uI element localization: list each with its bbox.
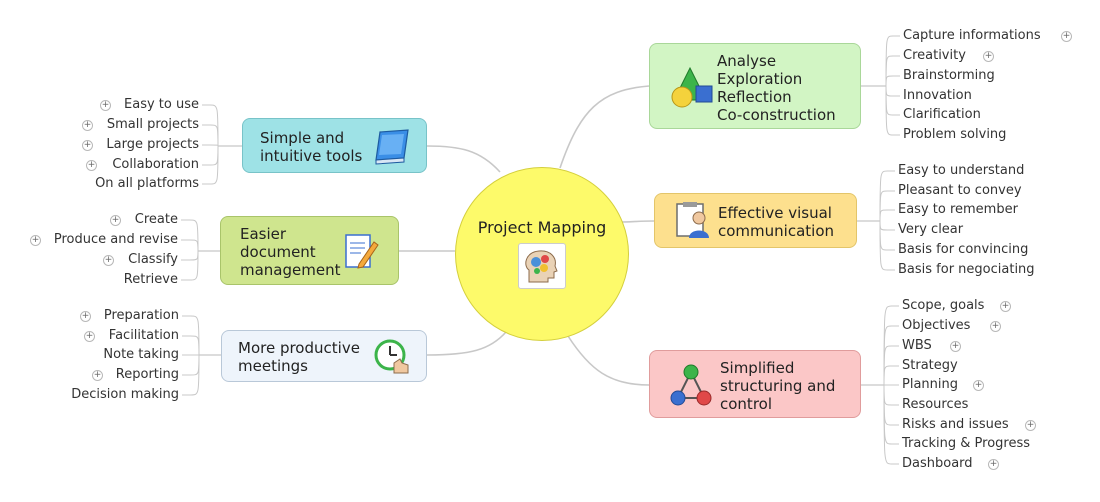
leaf-visual[interactable]: Very clear [898,222,964,237]
presenter-icon [673,200,715,246]
central-topic-title: Project Mapping [477,218,607,237]
leaf-structuring[interactable]: Planning [902,377,958,392]
book-icon [370,126,412,172]
brain-gears-icon [518,243,566,289]
topic-visual-communication-label: Effective visual communication [718,204,835,240]
leaf-structuring[interactable]: WBS [902,338,932,353]
leaf-tools[interactable]: Easy to use [124,97,199,112]
expand-plus-icon[interactable]: + [973,380,984,391]
topic-structuring-control[interactable]: Simplified structuring and control [649,350,861,418]
topic-analyse-label: Analyse Exploration Reflection Co-constr… [717,52,836,124]
topic-productive-meetings[interactable]: More productive meetings [221,330,427,382]
leaf-visual[interactable]: Basis for negociating [898,262,1035,277]
central-topic[interactable]: Project Mapping [455,167,629,341]
leaf-documents[interactable]: Create [134,212,178,227]
leaf-meetings[interactable]: Note taking [103,347,179,362]
leaf-meetings[interactable]: Facilitation [108,328,179,343]
leaf-meetings[interactable]: Preparation [103,308,179,323]
expand-plus-icon[interactable]: + [100,100,111,111]
topic-structuring-control-label: Simplified structuring and control [720,359,836,413]
expand-plus-icon[interactable]: + [92,370,103,381]
leaf-documents[interactable]: Retrieve [123,272,178,287]
document-edit-icon [341,232,381,276]
topic-document-management[interactable]: Easier document management [220,216,399,285]
leaf-analyse[interactable]: Brainstorming [903,68,995,83]
topic-document-management-label: Easier document management [240,225,341,279]
leaf-structuring[interactable]: Dashboard [902,456,973,471]
leaf-analyse[interactable]: Capture informations [903,28,1041,43]
leaf-visual[interactable]: Basis for convincing [898,242,1029,257]
topic-productive-meetings-label: More productive meetings [238,339,360,375]
expand-plus-icon[interactable]: + [82,120,93,131]
leaf-analyse[interactable]: Clarification [903,107,981,122]
clock-hand-icon [372,337,412,381]
expand-plus-icon[interactable]: + [988,459,999,470]
leaf-visual[interactable]: Easy to understand [898,163,1025,178]
expand-plus-icon[interactable]: + [950,341,961,352]
expand-plus-icon[interactable]: + [82,140,93,151]
topic-simple-tools-label: Simple and intuitive tools [260,129,363,165]
expand-plus-icon[interactable]: + [1000,301,1011,312]
expand-plus-icon[interactable]: + [983,51,994,62]
leaf-documents[interactable]: Classify [128,252,178,267]
leaf-analyse[interactable]: Innovation [903,88,972,103]
network-icon [668,362,714,412]
expand-plus-icon[interactable]: + [990,321,1001,332]
leaf-tools[interactable]: On all platforms [95,176,199,191]
topic-analyse[interactable]: Analyse Exploration Reflection Co-constr… [649,43,861,129]
leaf-visual[interactable]: Easy to remember [898,202,1018,217]
shapes-icon [668,64,716,116]
leaf-structuring[interactable]: Strategy [902,358,958,373]
leaf-documents[interactable]: Produce and revise [53,232,178,247]
leaf-structuring[interactable]: Resources [902,397,969,412]
expand-plus-icon[interactable]: + [110,215,121,226]
topic-simple-tools[interactable]: Simple and intuitive tools [242,118,427,173]
leaf-structuring[interactable]: Scope, goals [902,298,985,313]
leaf-visual[interactable]: Pleasant to convey [898,183,1022,198]
expand-plus-icon[interactable]: + [103,255,114,266]
leaf-tools[interactable]: Collaboration [112,157,199,172]
leaf-analyse[interactable]: Creativity [903,48,966,63]
expand-plus-icon[interactable]: + [1025,420,1036,431]
expand-plus-icon[interactable]: + [86,160,97,171]
leaf-structuring[interactable]: Objectives [902,318,971,333]
expand-plus-icon[interactable]: + [84,331,95,342]
leaf-structuring[interactable]: Risks and issues [902,417,1009,432]
leaf-structuring[interactable]: Tracking & Progress [902,436,1031,451]
leaf-tools[interactable]: Small projects [106,117,199,132]
leaf-meetings[interactable]: Reporting [115,367,179,382]
expand-plus-icon[interactable]: + [80,311,91,322]
topic-visual-communication[interactable]: Effective visual communication [654,193,857,248]
leaf-analyse[interactable]: Problem solving [903,127,1007,142]
expand-plus-icon[interactable]: + [30,235,41,246]
leaf-meetings[interactable]: Decision making [71,387,179,402]
leaf-tools[interactable]: Large projects [106,137,199,152]
expand-plus-icon[interactable]: + [1061,31,1072,42]
